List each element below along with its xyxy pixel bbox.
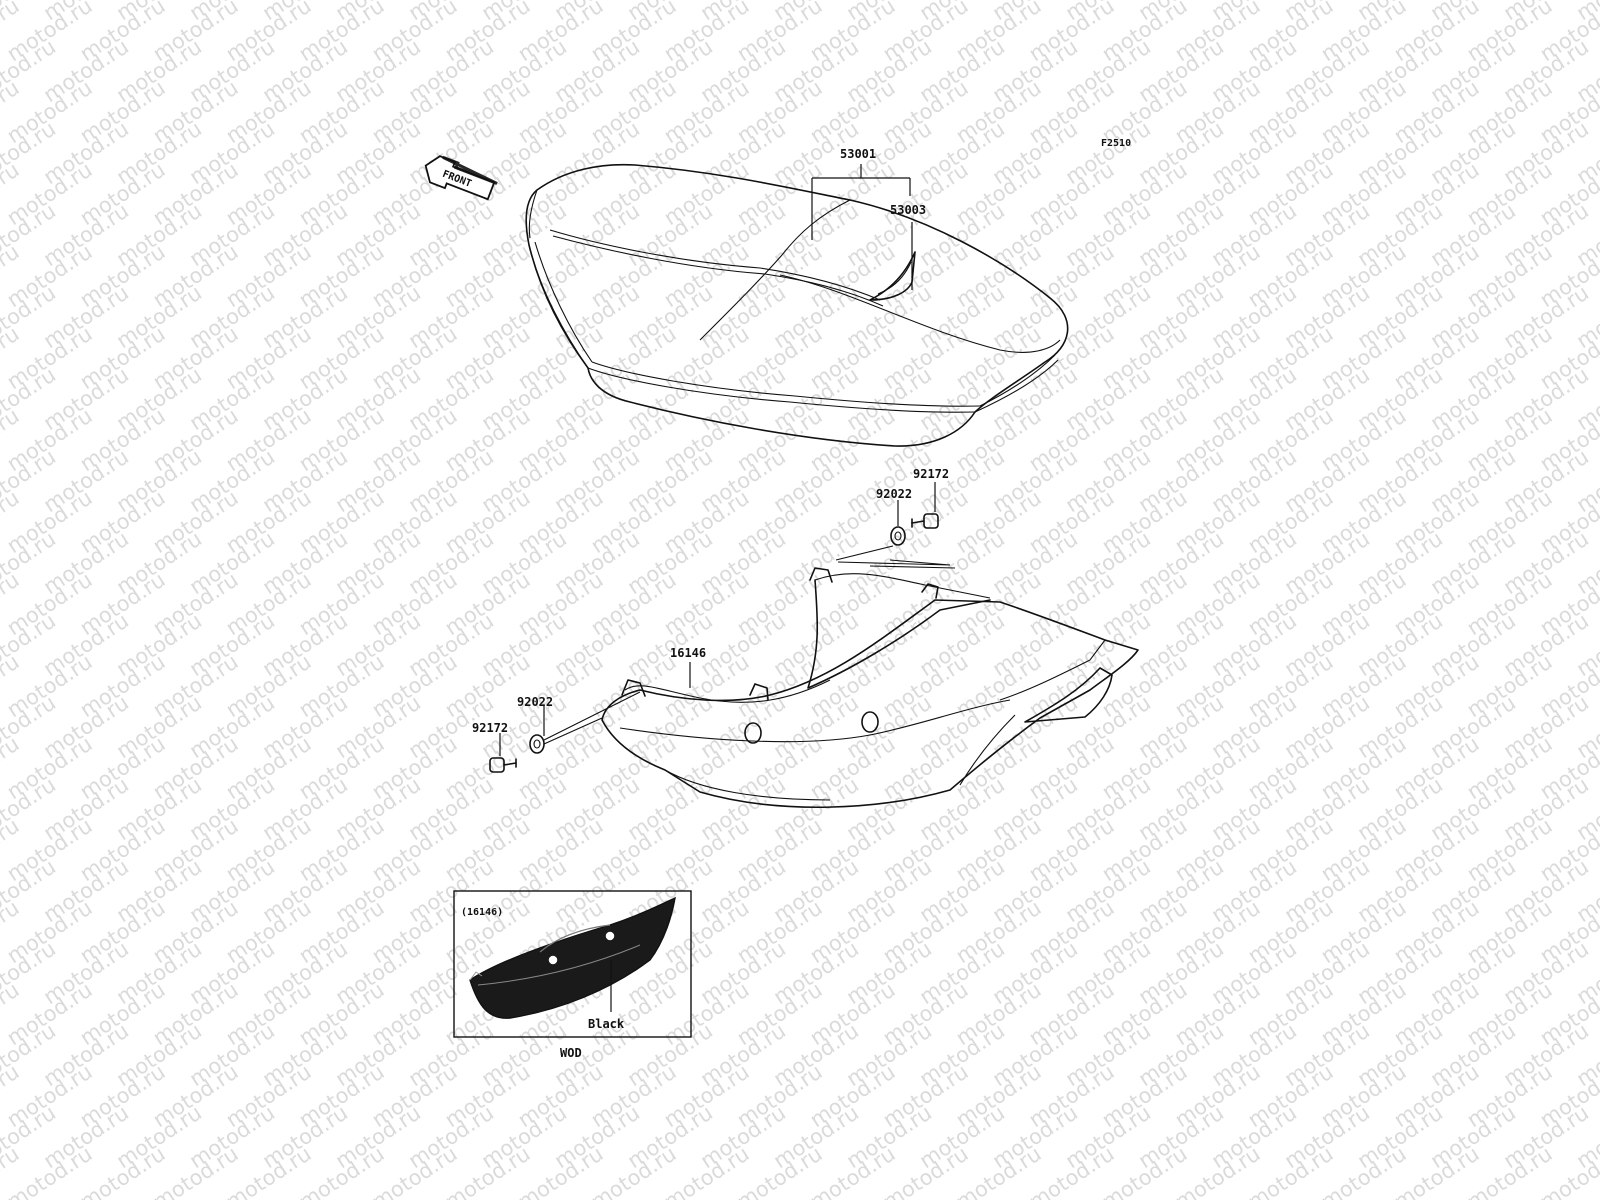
part-label-53001: 53001 [840, 147, 876, 161]
part-label-53003: 53003 [890, 203, 926, 217]
part-label-16146: 16146 [670, 646, 706, 660]
inset-caption: WOD [560, 1046, 582, 1060]
washer-lower-icon [529, 734, 545, 754]
part-label-92172-lower: 92172 [472, 721, 508, 735]
figure-code: F2510 [1101, 138, 1131, 149]
part-label-92172-upper: 92172 [913, 467, 949, 481]
inset-title: (16146) [461, 907, 503, 918]
part-label-92022-lower: 92022 [517, 695, 553, 709]
part-label-92022-upper: 92022 [876, 487, 912, 501]
inset-color-label: Black [588, 1017, 625, 1031]
